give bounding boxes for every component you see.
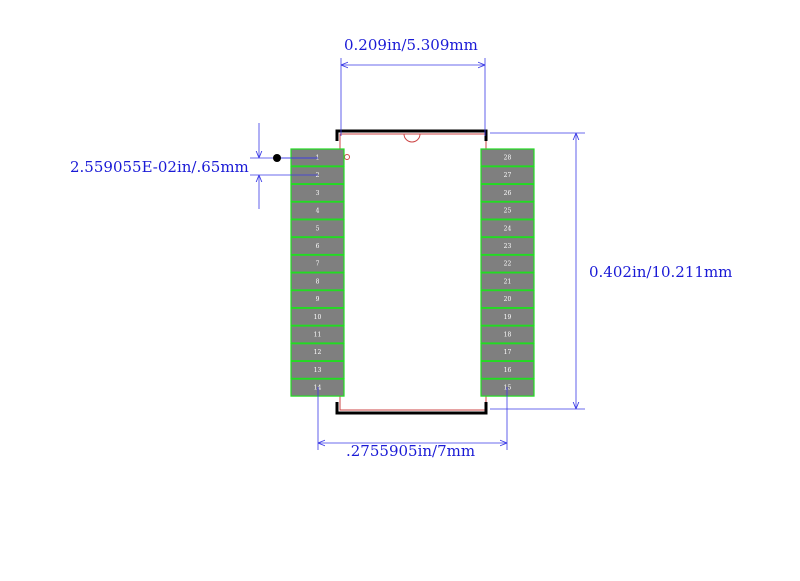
pin1-notch	[403, 133, 421, 143]
pin-number-26: 26	[504, 190, 512, 197]
right-pad-24	[480, 219, 535, 238]
left-pad-4	[290, 201, 345, 220]
right-pad-28	[480, 148, 535, 167]
pad-span-label: .2755905in/7mm	[346, 442, 475, 460]
pin-number-14: 14	[314, 385, 322, 392]
pin-number-21: 21	[504, 278, 512, 285]
right-pad-22	[480, 254, 535, 273]
pin-number-10: 10	[314, 314, 322, 321]
pitch-dimension: 2.559055E-02in/.65mm	[70, 123, 318, 209]
pin-number-6: 6	[316, 243, 320, 250]
right-pad-25	[480, 201, 535, 220]
pin-number-13: 13	[314, 367, 322, 374]
right-pad-19	[480, 307, 535, 326]
left-pad-8	[290, 272, 345, 291]
left-pad-12	[290, 343, 345, 362]
pin-number-11: 11	[314, 332, 322, 339]
left-pad-9	[290, 290, 345, 309]
pin-number-9: 9	[316, 296, 320, 303]
body-top-edge	[335, 129, 488, 141]
pin-number-12: 12	[314, 349, 322, 356]
overall-length-label: 0.402in/10.211mm	[589, 263, 732, 281]
pin-number-20: 20	[504, 296, 512, 303]
right-pad-18	[480, 325, 535, 344]
left-pad-7	[290, 254, 345, 273]
pin-number-25: 25	[504, 208, 512, 215]
pin-number-5: 5	[316, 225, 320, 232]
right-pad-23	[480, 236, 535, 256]
right-pad-26	[480, 183, 535, 202]
left-pad-5	[290, 219, 345, 238]
right-pad-27	[480, 166, 535, 185]
right-pad-15	[480, 378, 535, 397]
body-width-label: 0.209in/5.309mm	[344, 36, 478, 54]
left-pad-13	[290, 360, 345, 379]
left-pad-1	[290, 148, 345, 167]
right-pad-column: 28 27 26 25 24 23 22 21 20 19 18 17 16 15	[480, 148, 535, 397]
pin-number-19: 19	[504, 314, 512, 321]
pin-number-17: 17	[504, 349, 512, 356]
package-body	[335, 129, 488, 415]
right-pad-21	[480, 272, 535, 291]
left-pad-10	[290, 307, 345, 326]
pin-number-22: 22	[504, 261, 512, 268]
right-pad-17	[480, 343, 535, 362]
body-bottom-edge	[335, 402, 488, 415]
pin-number-3: 3	[316, 190, 320, 197]
pad-span-dimension: .2755905in/7mm	[317, 387, 508, 460]
left-pad-11	[290, 325, 345, 344]
pin-number-24: 24	[504, 225, 512, 232]
body-inner-outline	[339, 133, 487, 411]
pin-number-15: 15	[504, 385, 512, 392]
pin-number-27: 27	[504, 172, 512, 179]
pin1-dot-marker	[344, 154, 350, 160]
pin-number-23: 23	[504, 243, 512, 250]
body-width-dimension: 0.209in/5.309mm	[340, 36, 486, 136]
left-pad-14	[290, 378, 345, 397]
pin-number-8: 8	[316, 278, 320, 285]
pitch-label: 2.559055E-02in/.65mm	[70, 158, 249, 176]
pin-number-16: 16	[504, 367, 512, 374]
pin1-indicator-dot	[273, 154, 281, 162]
left-pad-6	[290, 236, 345, 256]
pin-number-7: 7	[316, 261, 320, 268]
pin-number-2: 2	[316, 172, 320, 179]
right-pad-16	[480, 360, 535, 379]
pin-number-18: 18	[504, 332, 512, 339]
pin-number-28: 28	[504, 155, 512, 162]
overall-length-dimension: 0.402in/10.211mm	[490, 132, 732, 410]
right-pad-20	[480, 290, 535, 309]
left-pad-3	[290, 183, 345, 202]
pin-number-4: 4	[316, 208, 320, 215]
